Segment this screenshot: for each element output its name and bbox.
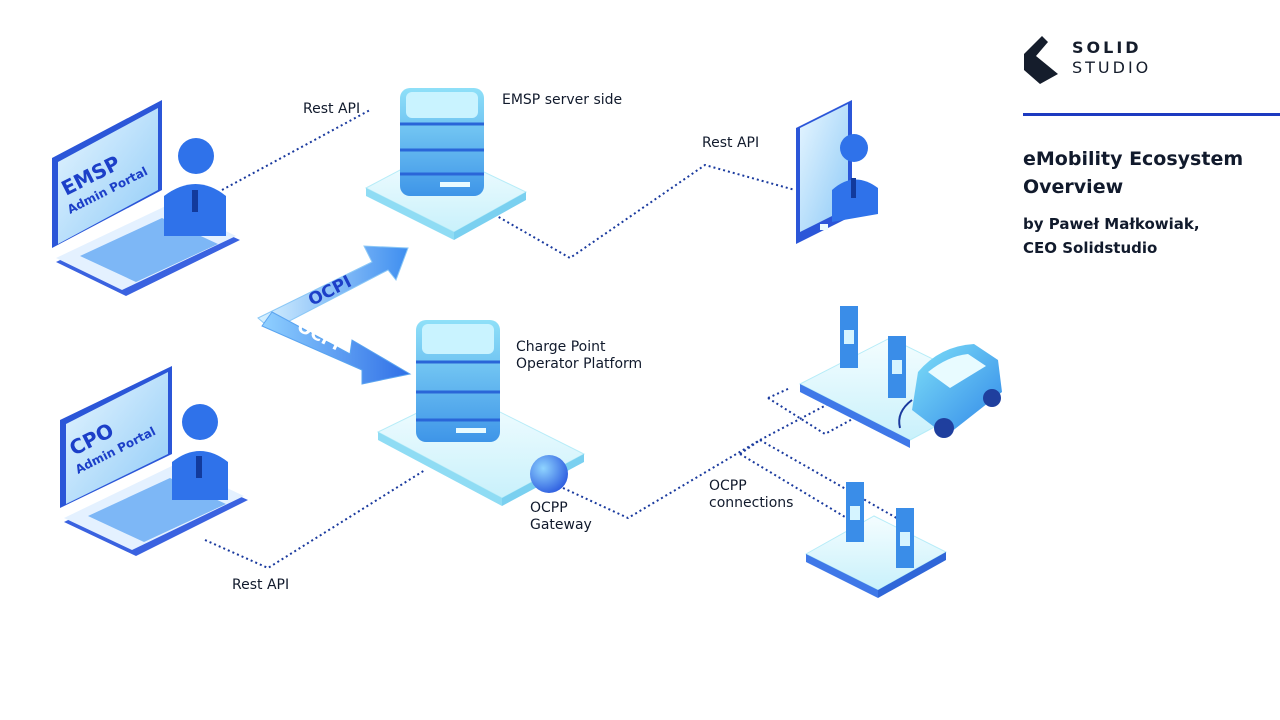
upper-charging-station <box>798 306 1002 448</box>
mobile-device-illustration <box>796 100 878 244</box>
byline-line2: CEO Solidstudio <box>1023 239 1158 257</box>
ocpp-gateway-line <box>562 439 761 520</box>
emsp-server-illustration <box>364 88 528 240</box>
rest-api-cpo-line <box>204 469 426 570</box>
ocpp-connections-label-line1: OCPP <box>709 478 747 494</box>
ocpi-arrow-lower <box>261 311 412 385</box>
page-title-line2: Overview <box>1023 176 1124 198</box>
rest-api-mobile-label: Rest API <box>702 135 760 151</box>
ocpi-arrow-upper <box>257 245 409 331</box>
lower-charging-station <box>804 482 948 598</box>
brand-wordmark: SOLID STUDIO <box>1072 38 1151 78</box>
emsp-laptop-illustration <box>52 100 240 296</box>
rest-api-emsp-line <box>221 109 371 191</box>
emsp-server-label: EMSP server side <box>502 92 623 108</box>
cpo-laptop-illustration <box>60 366 248 556</box>
cpo-platform-label-line1: Charge Point <box>516 339 606 355</box>
page-title: eMobility Ecosystem Overview <box>1023 145 1243 201</box>
connection-lines <box>204 109 901 570</box>
brand-line2: STUDIO <box>1072 58 1152 77</box>
rest-api-cpo-label: Rest API <box>232 577 290 593</box>
ocpp-gateway-label-line2: Gateway <box>530 517 592 533</box>
brand-line1: SOLID <box>1072 38 1142 57</box>
ocpi-label-upper: OCPI <box>305 272 355 311</box>
ocpp-gateway-label-line1: OCPP <box>530 500 568 516</box>
ocpp-connections-label-line2: connections <box>709 495 794 511</box>
electric-car-illustration <box>898 344 1002 438</box>
cpo-platform-label-line2: Operator Platform <box>516 356 643 372</box>
ocpp-lower-station-line <box>739 439 901 521</box>
ocpp-upper-station-line <box>759 387 881 441</box>
author-byline: by Paweł Małkowiak, CEO Solidstudio <box>1023 212 1200 260</box>
cpo-platform-illustration <box>376 320 586 506</box>
solid-studio-logo-icon <box>1024 36 1058 84</box>
rest-api-emsp-label: Rest API <box>303 101 361 117</box>
byline-line1: by Paweł Małkowiak, <box>1023 215 1200 233</box>
ocpp-gateway-ball <box>530 455 568 493</box>
rest-api-mobile-line <box>489 163 796 260</box>
header-divider <box>1023 113 1280 116</box>
page-title-line1: eMobility Ecosystem <box>1023 148 1244 170</box>
ocpi-arrows <box>257 245 412 385</box>
